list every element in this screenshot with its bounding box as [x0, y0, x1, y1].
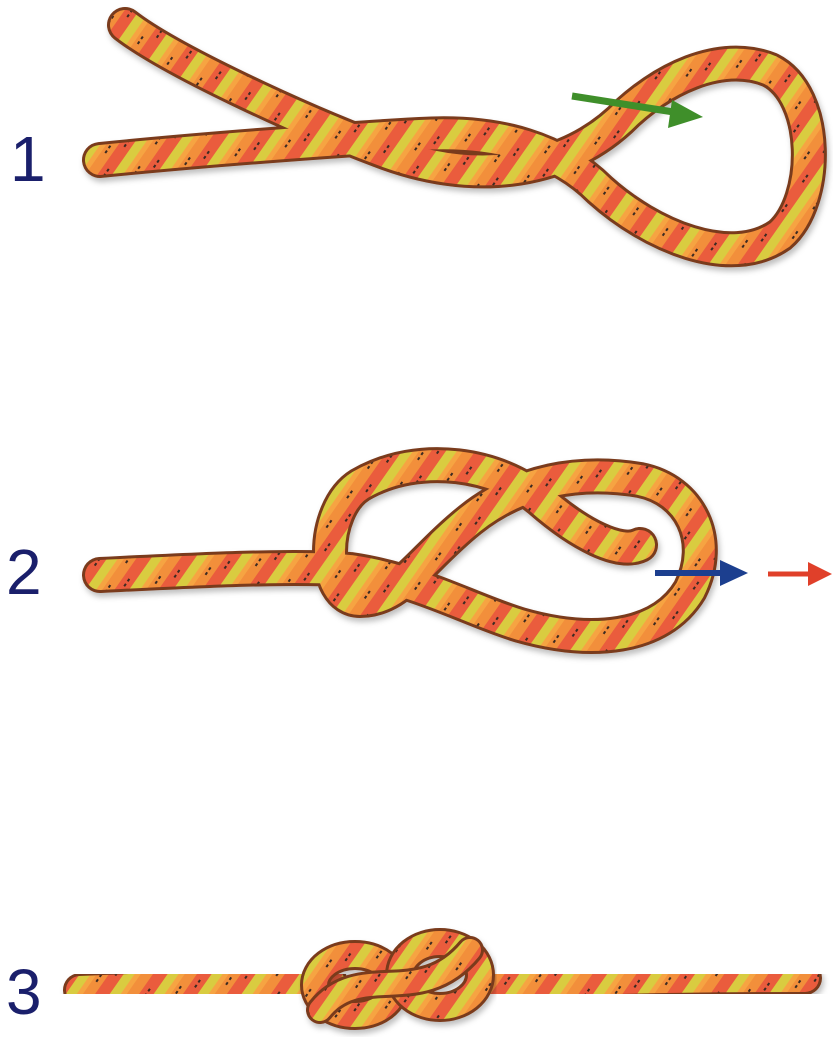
step-3-number: 3 [6, 956, 42, 1028]
step-2-rope [82, 447, 718, 654]
red-arrow-icon [768, 562, 832, 586]
step-2-number: 2 [6, 536, 42, 608]
step-3-knot [300, 928, 495, 1030]
green-arrow-icon [571, 92, 703, 128]
step-1-number: 1 [10, 123, 46, 195]
blue-arrow-icon [655, 560, 748, 586]
step-1-rope [82, 7, 827, 268]
